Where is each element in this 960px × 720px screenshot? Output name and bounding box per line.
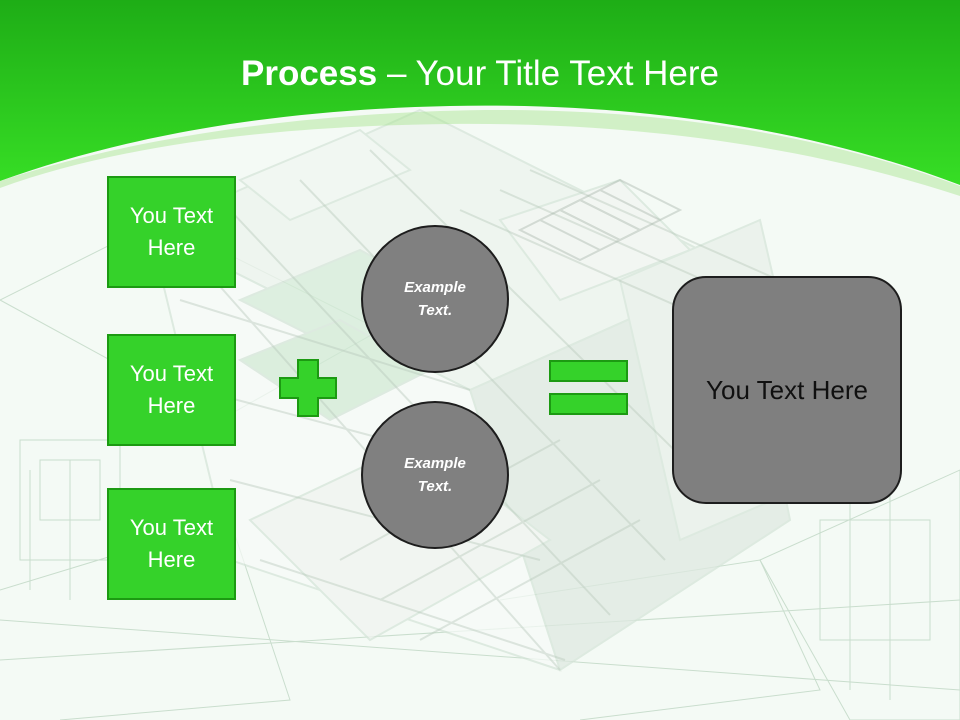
result-box: You Text Here [672, 276, 902, 504]
input-box-3: You Text Here [107, 488, 236, 600]
equals-top-bar [549, 360, 628, 382]
example-circle-2: Example Text. [361, 401, 509, 549]
slide-title: Process – Your Title Text Here [0, 52, 960, 96]
title-bold: Process [241, 54, 378, 93]
title-rest: – Your Title Text Here [377, 54, 719, 93]
equals-icon [549, 360, 628, 415]
input-box-1: You Text Here [107, 176, 236, 288]
example-circle-1: Example Text. [361, 225, 509, 373]
plus-icon [279, 359, 337, 417]
input-box-2: You Text Here [107, 334, 236, 446]
equals-bottom-bar [549, 393, 628, 415]
